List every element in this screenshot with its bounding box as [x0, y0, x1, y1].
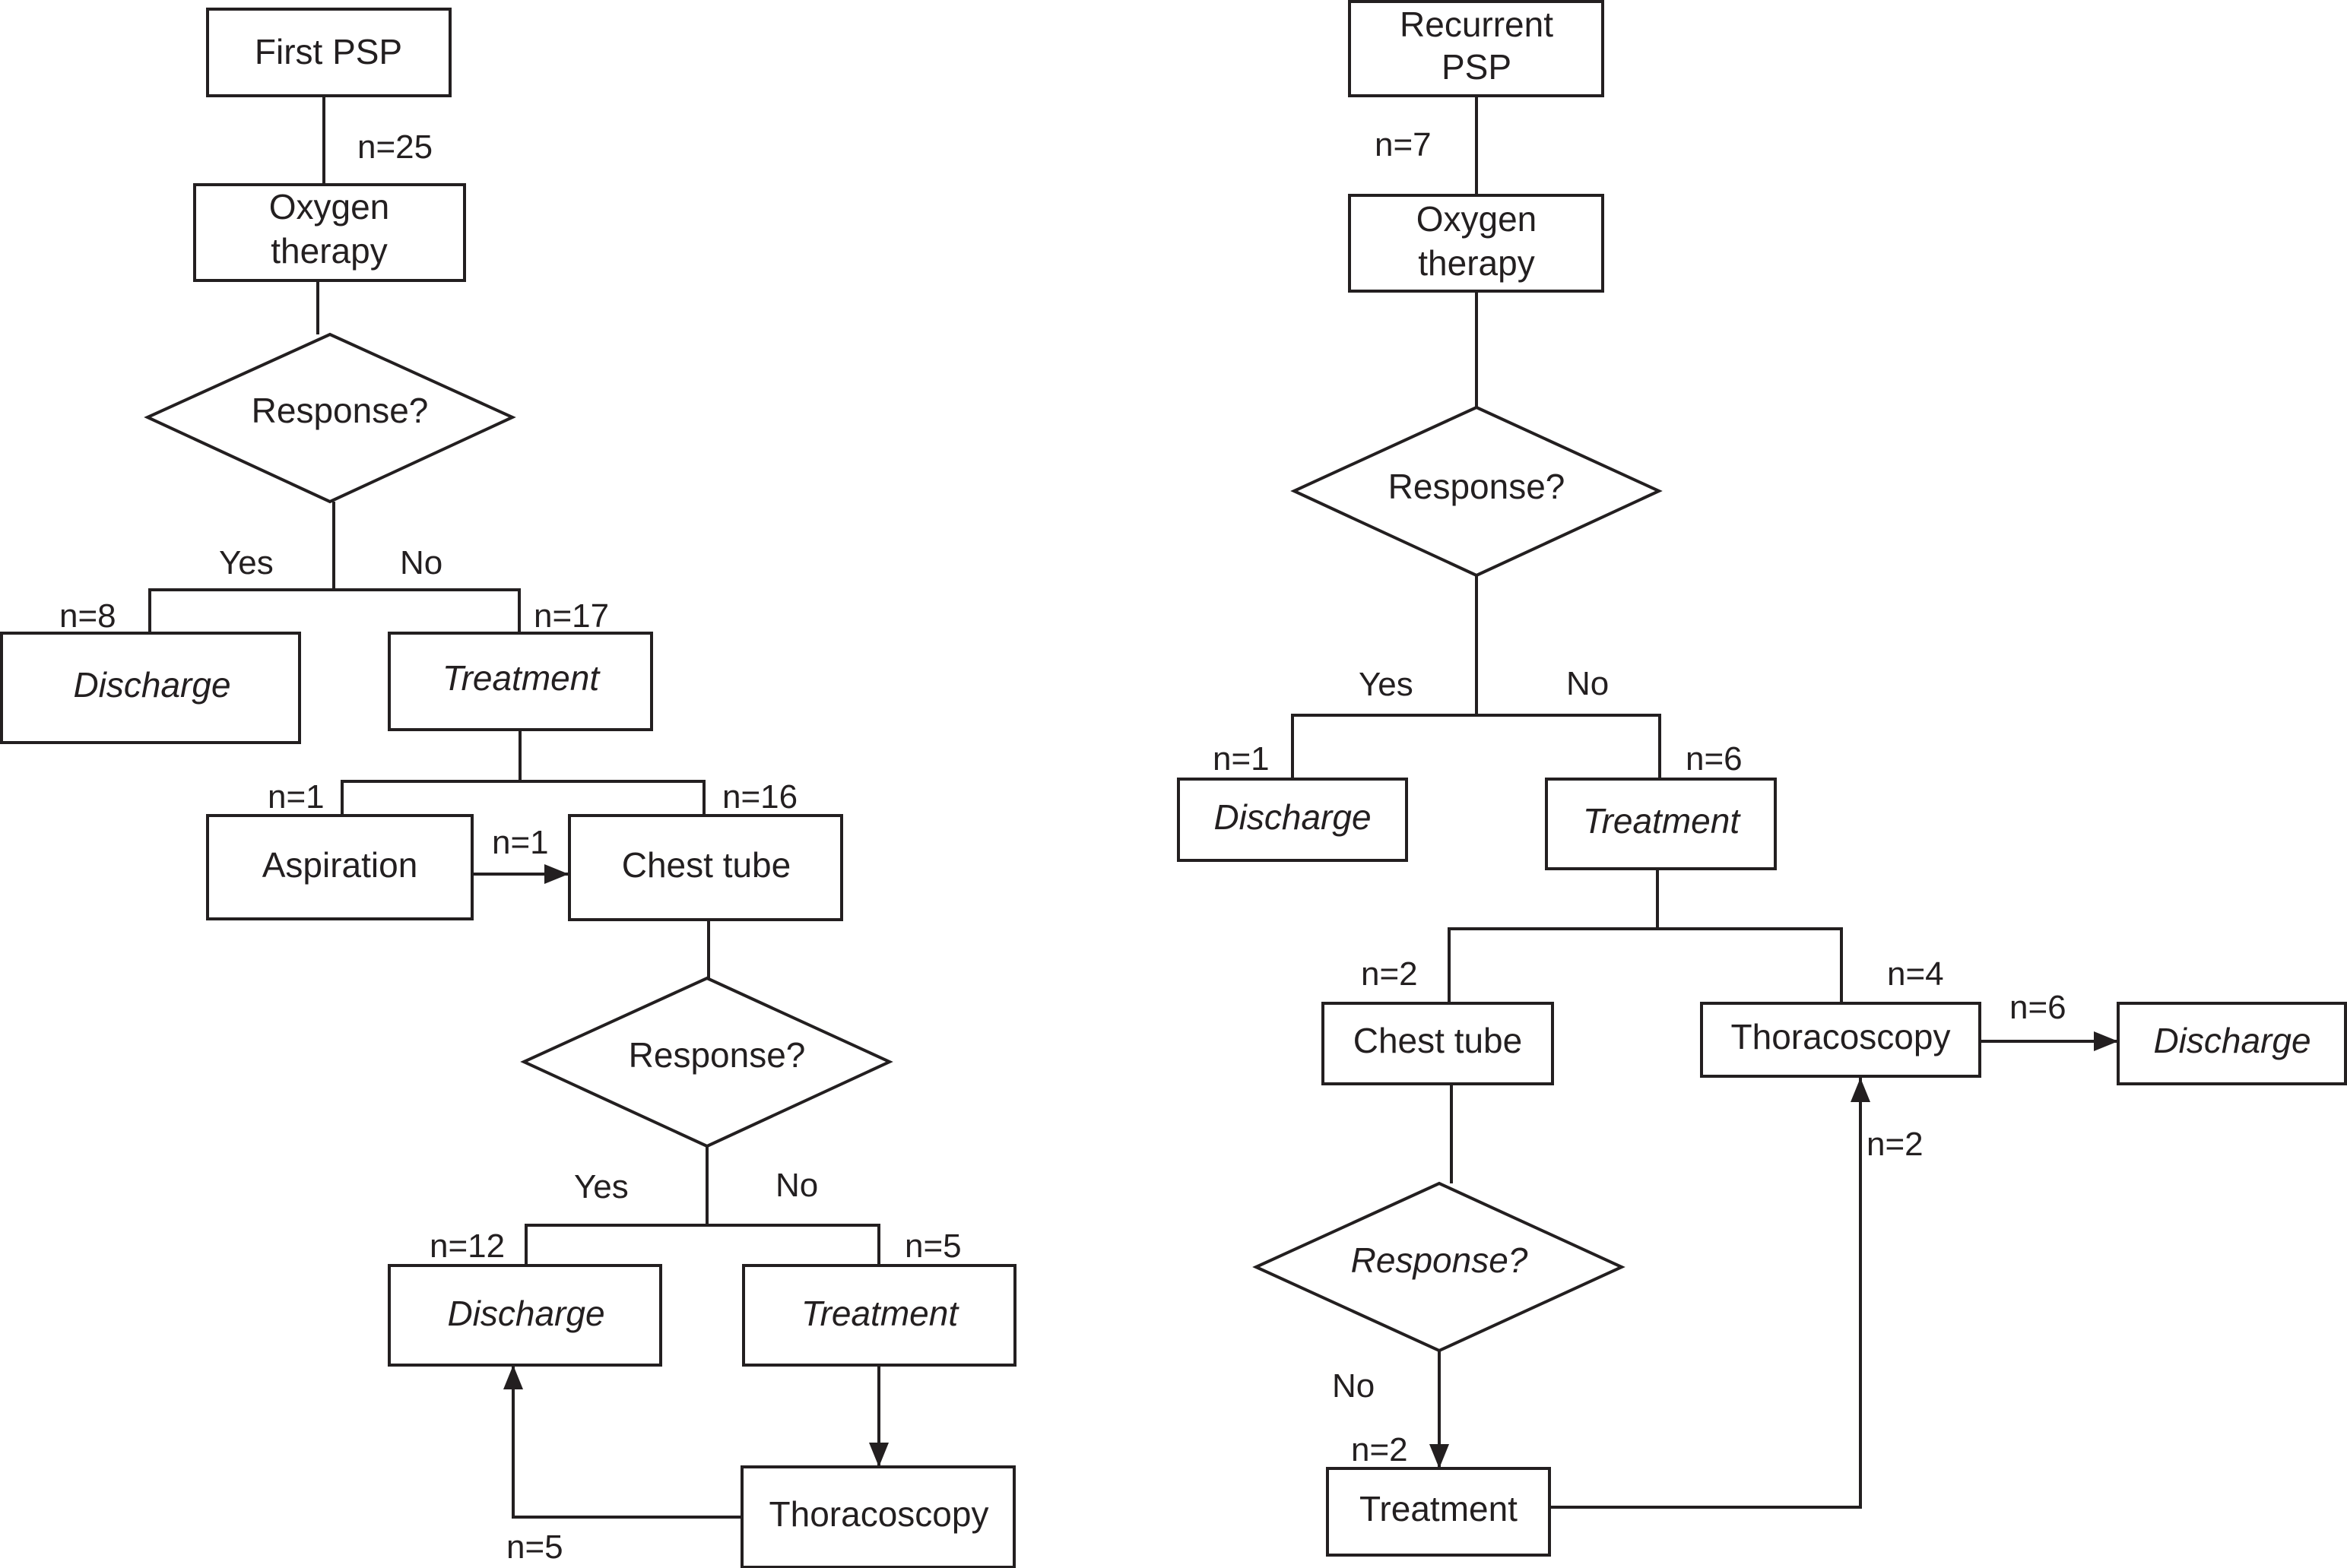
aspiration-label: Aspiration [262, 845, 418, 885]
oxygen-therapy-label-2: therapy [271, 231, 387, 271]
aspiration-box [206, 814, 474, 920]
edge-branch-split [148, 588, 521, 633]
thoracoscopy-label: Thoracoscopy [769, 1494, 989, 1534]
r-response-decision-2-label: Response? [1351, 1240, 1528, 1280]
n-aspiration-to-chest-label: n=1 [492, 824, 549, 861]
treatment-2-label: Treatment [801, 1294, 959, 1333]
r-oxygen-therapy-box [1348, 194, 1604, 293]
r-discharge-box-2 [2117, 1002, 2347, 1085]
chest-tube-label: Chest tube [622, 845, 791, 885]
r-n-thoracoscopy-label: n=4 [1887, 955, 1944, 993]
r-discharge-2-label: Discharge [2153, 1021, 2311, 1060]
yes-label-2: Yes [574, 1168, 629, 1205]
recurrent-psp-box [1348, 0, 1604, 97]
treatment-box-2 [742, 1264, 1017, 1367]
r-response-decision-2 [1252, 1181, 1625, 1353]
r-n-discharge1-label: n=1 [1213, 740, 1270, 778]
yes-label-1: Yes [219, 544, 274, 581]
discharge-1-label: Discharge [73, 665, 230, 705]
r-discharge-1-label: Discharge [1213, 797, 1371, 837]
discharge-box-1 [0, 632, 301, 744]
r-treatment-2-label: Treatment [1359, 1489, 1518, 1528]
r-edge-treatment2-thoracoscopy [1549, 1078, 1870, 1509]
edge-response2-split [525, 1224, 880, 1265]
r-n-chest-tube-label: n=2 [1361, 955, 1418, 993]
r-n-treatment2-label: n=2 [1351, 1431, 1408, 1468]
response-decision-2 [520, 976, 893, 1148]
response-decision-1 [144, 332, 516, 504]
recurrent-psp-label-1: Recurrent [1400, 5, 1553, 44]
n-discharge1-label: n=8 [59, 597, 116, 635]
n-chest-tube-label: n=16 [722, 778, 798, 816]
thoracoscopy-box [741, 1465, 1016, 1568]
no-label-1: No [400, 544, 442, 581]
response-decision-1-label: Response? [252, 391, 429, 430]
r-treatment-box-1 [1545, 778, 1777, 870]
r-oxygen-therapy-label-1: Oxygen [1416, 199, 1537, 239]
left-flowchart: First PSP Oxygen therapy Response? Disch… [0, 8, 1017, 1568]
first-psp-box [206, 8, 452, 97]
right-flowchart: Recurrent PSP Oxygen therapy Response? D… [1177, 0, 2347, 1557]
r-n-treatment1-label: n=6 [1686, 740, 1743, 778]
r-yes-label-1: Yes [1359, 666, 1413, 703]
n-aspiration-label: n=1 [268, 778, 325, 816]
discharge-box-2 [388, 1264, 662, 1367]
n-discharge2-label: n=12 [430, 1227, 505, 1265]
r-n-start-label: n=7 [1375, 126, 1432, 163]
n-start-label: n=25 [357, 128, 433, 166]
r-n-treatment-thoraco-label: n=2 [1866, 1126, 1924, 1163]
r-treatment-box-2 [1326, 1467, 1551, 1557]
treatment-box-1 [388, 632, 653, 731]
r-chest-tube-box [1321, 1002, 1554, 1085]
oxygen-therapy-box [193, 183, 466, 282]
chest-tube-box [568, 814, 843, 921]
r-thoracoscopy-box [1700, 1002, 1981, 1078]
no-label-2: No [775, 1167, 818, 1204]
r-no-label-1: No [1566, 665, 1609, 702]
n-thoraco-discharge-label: n=5 [506, 1528, 563, 1566]
r-discharge-box-1 [1177, 778, 1408, 862]
r-n-thoraco-discharge-label: n=6 [2009, 989, 2066, 1026]
n-treatment1-label: n=17 [534, 597, 609, 635]
oxygen-therapy-label-1: Oxygen [269, 187, 390, 226]
first-psp-label: First PSP [255, 32, 402, 71]
edge-thoracoscopy-discharge [503, 1365, 742, 1519]
r-edge-treatment-split [1448, 927, 1843, 1003]
r-edge-branch-split [1291, 714, 1661, 779]
r-no-label-2: No [1332, 1367, 1375, 1405]
r-oxygen-therapy-label-2: therapy [1418, 243, 1534, 283]
r-response-decision-1-label: Response? [1388, 467, 1565, 506]
r-thoracoscopy-label: Thoracoscopy [1731, 1017, 1951, 1056]
recurrent-psp-label-2: PSP [1442, 47, 1511, 87]
n-treatment2-label: n=5 [905, 1227, 962, 1265]
r-response-decision-1 [1290, 405, 1663, 578]
discharge-2-label: Discharge [447, 1294, 604, 1333]
treatment-1-label: Treatment [442, 658, 601, 698]
response-decision-2-label: Response? [629, 1035, 806, 1075]
r-chest-tube-label: Chest tube [1353, 1021, 1522, 1060]
edge-treatment-split [341, 780, 706, 816]
r-treatment-1-label: Treatment [1583, 801, 1741, 841]
